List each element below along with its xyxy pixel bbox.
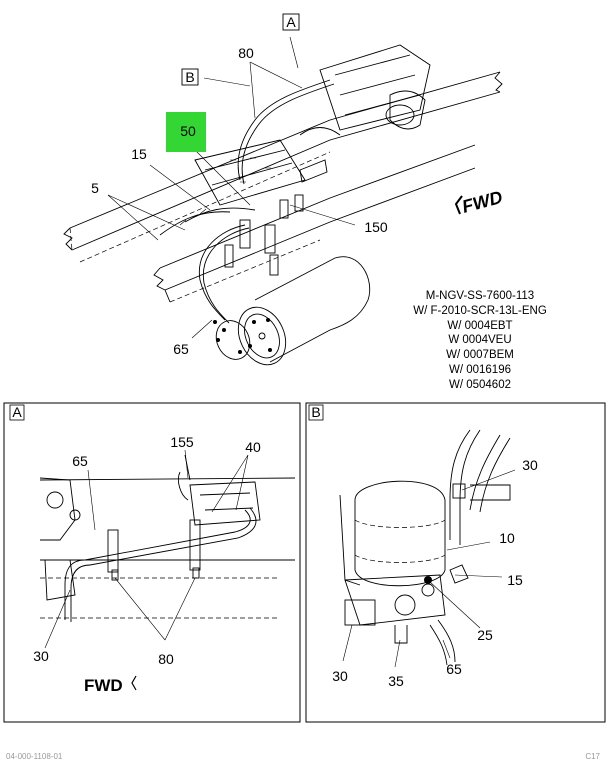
applicability-notes: M-NGV-SS-7600-113 W/ F-2010-SCR-13L-ENG … bbox=[380, 289, 580, 393]
detail-b-callout-25[interactable]: 25 bbox=[477, 627, 493, 643]
detail-b-callout-65[interactable]: 65 bbox=[446, 661, 462, 677]
callout-50-highlight[interactable] bbox=[166, 112, 206, 152]
hose-80 bbox=[237, 79, 335, 185]
valve-brackets bbox=[224, 194, 304, 276]
detail-b-tag: B bbox=[311, 404, 320, 420]
air-tank bbox=[213, 256, 370, 366]
detail-b-callout-30-lower[interactable]: 30 bbox=[332, 668, 348, 684]
leader-50 bbox=[189, 144, 251, 206]
note-line: W/ F-2010-SCR-13L-ENG bbox=[413, 304, 547, 317]
footer-illustration-id: 04-000-1108-01 bbox=[6, 752, 63, 761]
callout-50[interactable]: 50 bbox=[180, 123, 196, 139]
detail-b-callout-10[interactable]: 10 bbox=[499, 530, 515, 546]
leader-80 bbox=[249, 61, 303, 119]
detail-a-callout-155[interactable]: 155 bbox=[170, 434, 194, 450]
frame-rail-upper bbox=[63, 71, 503, 263]
lines-15-5 bbox=[159, 207, 256, 236]
main-exploded-view: A B 50 80 15 5 150 65 FWD bbox=[63, 13, 505, 366]
leader-5 bbox=[107, 194, 186, 241]
fwd-label: FWD bbox=[460, 187, 505, 217]
detail-a-clamps bbox=[107, 519, 201, 581]
detail-a-callout-65[interactable]: 65 bbox=[72, 453, 88, 469]
detail-a-fwd-label: FWD bbox=[84, 676, 123, 695]
detail-a-callout-40[interactable]: 40 bbox=[245, 439, 261, 455]
leader-a bbox=[289, 36, 299, 69]
detail-a-callout-80[interactable]: 80 bbox=[158, 651, 174, 667]
view-tag-b-box bbox=[181, 68, 199, 86]
crossmember bbox=[194, 139, 306, 206]
footer-page-code: C17 bbox=[585, 752, 600, 761]
note-line: W/ 0016196 bbox=[448, 363, 511, 376]
note-line: W 0004VEU bbox=[448, 334, 512, 347]
detail-b-callout-30[interactable]: 30 bbox=[522, 457, 538, 473]
view-tag-a: A bbox=[286, 14, 296, 30]
view-tag-a-box bbox=[282, 13, 300, 31]
detail-a-panel: A 65 1 bbox=[3, 402, 301, 723]
detail-a-callout-30[interactable]: 30 bbox=[33, 648, 49, 664]
leader-15 bbox=[149, 164, 211, 211]
leader-b bbox=[203, 77, 251, 87]
detail-b-callout-35[interactable]: 35 bbox=[388, 673, 404, 689]
view-tag-b: B bbox=[185, 69, 194, 85]
leader-150 bbox=[289, 204, 356, 226]
detail-b-panel: B 30 10 15 bbox=[305, 402, 606, 723]
callout-80[interactable]: 80 bbox=[238, 45, 254, 61]
note-line: M-NGV-SS-7600-113 bbox=[425, 290, 535, 302]
detail-a-fwd-arrow-icon bbox=[131, 675, 137, 691]
callout-65[interactable]: 65 bbox=[173, 341, 189, 357]
fwd-indicator: FWD bbox=[454, 187, 505, 217]
callout-150[interactable]: 150 bbox=[364, 219, 388, 235]
frame-rail-lower bbox=[153, 144, 476, 303]
upper-air-dryer-assembly bbox=[299, 44, 431, 183]
detail-a-tag: A bbox=[12, 404, 22, 420]
hose-65 bbox=[198, 224, 250, 324]
leader-65 bbox=[191, 319, 213, 339]
note-line: W/ 0004EBT bbox=[447, 319, 513, 332]
detail-b-callout-15[interactable]: 15 bbox=[507, 572, 523, 588]
callout-5[interactable]: 5 bbox=[91, 180, 99, 196]
callout-15[interactable]: 15 bbox=[131, 146, 147, 162]
fwd-arrow-icon bbox=[454, 195, 463, 215]
note-line: W/ 0504602 bbox=[448, 378, 511, 391]
note-line: W/ 0007BEM bbox=[446, 349, 514, 362]
